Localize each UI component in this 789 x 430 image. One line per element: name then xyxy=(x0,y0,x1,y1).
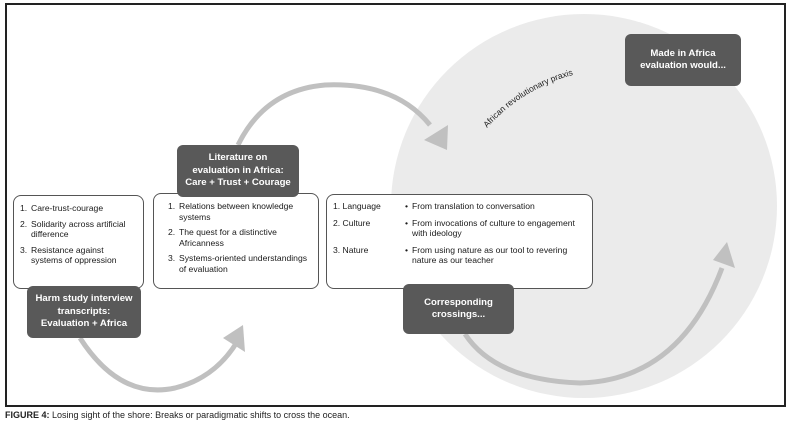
item-number: 1. xyxy=(20,203,28,213)
crossing-category: 3. Nature xyxy=(333,244,369,255)
item-number: 2. xyxy=(20,218,28,229)
item-text: Resistance against systems of oppression xyxy=(31,244,117,266)
title-line: crossings... xyxy=(431,309,486,320)
item-number: 3. xyxy=(20,244,28,255)
item-text: Relations between knowledge systems xyxy=(179,201,294,222)
crossing-row-nature: 3. Nature •From using nature as our tool… xyxy=(333,245,586,266)
literature-list: 1.Relations between knowledge systems 2.… xyxy=(168,201,312,274)
list-item: 2.The quest for a distinctive Africannes… xyxy=(168,227,312,248)
item-text: Care-trust-courage xyxy=(31,203,104,213)
title-line: Harm study interview xyxy=(35,293,133,305)
harm-study-title: Harm study interview transcripts: Evalua… xyxy=(27,286,141,338)
crossing-text: From using nature as our tool to reverin… xyxy=(412,244,568,266)
arrowhead-crossings-to-made-in-africa xyxy=(713,242,735,268)
made-in-africa-title: Made in Africa evaluation would... xyxy=(625,34,741,86)
harm-study-list: 1.Care-trust-courage 2.Solidarity across… xyxy=(20,203,137,266)
list-item: 2.Solidarity across artificial differenc… xyxy=(20,219,137,240)
crossing-description: •From using nature as our tool to reveri… xyxy=(405,245,586,266)
arrow-crossings-to-made-in-africa xyxy=(462,267,725,386)
title-line: evaluation would... xyxy=(640,60,726,71)
crossing-row-language: 1. Language •From translation to convers… xyxy=(333,201,586,212)
list-item: 1.Care-trust-courage xyxy=(20,203,137,214)
arrowhead-harm-to-literature xyxy=(223,325,245,352)
item-text: Systems-oriented understandings of evalu… xyxy=(179,253,308,274)
arrowhead-literature-to-circle xyxy=(424,125,448,150)
figure-label: FIGURE 4: xyxy=(5,410,50,420)
figure-caption-text: Losing sight of the shore: Breaks or par… xyxy=(49,410,350,420)
crossing-text: From invocations of culture to engagemen… xyxy=(412,217,575,239)
title-line: Care + Trust + Courage xyxy=(185,177,291,189)
item-text: Solidarity across artificial difference xyxy=(31,218,126,240)
title-line: transcripts: xyxy=(57,305,111,317)
crossings-title: Corresponding crossings... xyxy=(403,284,514,334)
crossing-description: •From invocations of culture to engageme… xyxy=(405,218,586,239)
harm-study-list-box: 1.Care-trust-courage 2.Solidarity across… xyxy=(13,195,144,289)
item-text: The quest for a distinctive Africanness xyxy=(179,227,277,248)
item-number: 2. xyxy=(168,227,176,237)
title-line: evaluation in Africa: xyxy=(192,164,284,176)
literature-title: Literature on evaluation in Africa: Care… xyxy=(177,145,299,197)
bullet-icon: • xyxy=(405,217,409,228)
item-number: 1. xyxy=(168,201,176,211)
title-line: Literature on xyxy=(208,152,268,164)
bullet-icon: • xyxy=(405,201,409,211)
arrow-harm-to-literature xyxy=(77,336,240,393)
crossings-table-box: 1. Language •From translation to convers… xyxy=(326,194,593,289)
title-line: Evaluation + Africa xyxy=(40,318,128,330)
title-line: Corresponding xyxy=(424,296,493,308)
figure-caption: FIGURE 4: Losing sight of the shore: Bre… xyxy=(5,410,350,420)
literature-list-box: 1.Relations between knowledge systems 2.… xyxy=(153,193,319,289)
crossing-category: 2. Culture xyxy=(333,217,371,228)
bullet-icon: • xyxy=(405,244,409,255)
list-item: 1.Relations between knowledge systems xyxy=(168,201,312,222)
title-line: Made in Africa xyxy=(650,47,716,59)
figure-frame xyxy=(5,3,786,407)
list-item: 3.Resistance against systems of oppressi… xyxy=(20,245,137,266)
arrow-literature-to-circle xyxy=(235,82,432,147)
list-item: 3.Systems-oriented understandings of eva… xyxy=(168,253,312,274)
item-number: 3. xyxy=(168,253,176,263)
crossing-text: From translation to conversation xyxy=(412,201,535,211)
crossing-description: •From translation to conversation xyxy=(405,201,586,212)
crossing-category: 1. Language xyxy=(333,201,381,211)
crossing-row-culture: 2. Culture •From invocations of culture … xyxy=(333,218,586,239)
